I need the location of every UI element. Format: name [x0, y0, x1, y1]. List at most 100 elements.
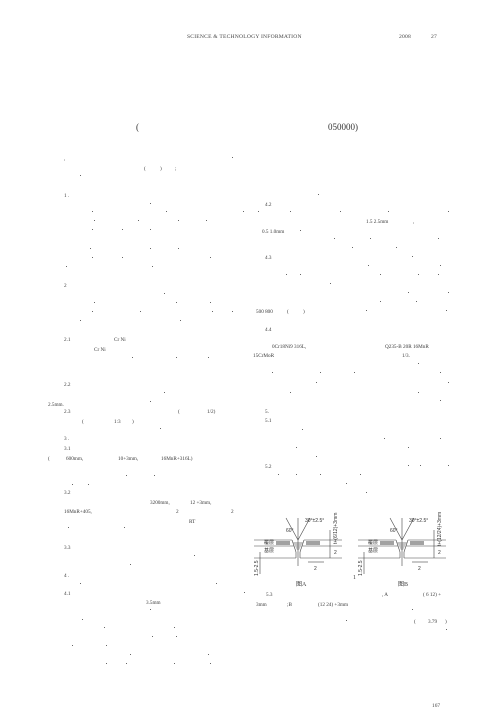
text-trace-dot [366, 310, 367, 311]
text-trace-dot [448, 465, 449, 466]
left-column-text-fragment: RT [189, 519, 196, 525]
figure-number: 1 [353, 575, 356, 581]
left-column-text-fragment: 3 . [64, 436, 70, 442]
text-trace-dot [174, 627, 175, 628]
text-trace-dot [210, 257, 211, 258]
text-trace-dot [122, 257, 123, 258]
text-trace-dot [176, 636, 177, 637]
fig-a-angle-top: 30°±2.5° [305, 518, 324, 524]
text-trace-dot [72, 484, 73, 485]
text-trace-dot [318, 194, 319, 195]
text-trace-dot [302, 429, 303, 430]
left-column-text-fragment: 3.5mm [146, 600, 161, 606]
figure-b-caption: 图B [398, 582, 409, 588]
fig-a-mark-clad: 覆层 [264, 540, 274, 546]
text-trace-dot [408, 292, 409, 293]
text-trace-dot [438, 274, 439, 275]
right-column-text-fragment: , A [382, 592, 389, 598]
left-column-text-fragment: , [64, 156, 66, 162]
left-column-text-fragment: 12 +3mm, [190, 500, 212, 506]
text-trace-dot [340, 211, 341, 212]
left-column-text-fragment: 2.5mm. [48, 402, 64, 408]
left-column-text-fragment: 3.2 [64, 490, 71, 496]
text-trace-dot [94, 220, 95, 221]
text-trace-dot [388, 211, 389, 212]
right-column-text-fragment: Q235-B 20R 16MnR [385, 344, 429, 350]
text-trace-dot [82, 619, 83, 620]
text-trace-dot [244, 592, 245, 593]
text-trace-dot [232, 157, 233, 158]
text-trace-dot [296, 447, 297, 448]
text-trace-dot [154, 475, 155, 476]
right-column-text-fragment: , [413, 219, 415, 225]
page-number: 167 [432, 703, 441, 709]
right-column-text-fragment: 5. [265, 409, 269, 415]
right-column-text-fragment: (12 24) +3mm [318, 602, 349, 608]
running-header-issue: 27 [431, 34, 437, 40]
left-column-text-fragment: 2 [231, 509, 234, 515]
text-trace-dot [380, 274, 381, 275]
text-trace-dot [408, 447, 409, 448]
text-trace-dot [122, 229, 123, 230]
text-trace-dot [438, 238, 439, 239]
text-trace-dot [412, 609, 413, 610]
left-column-text-fragment: 3200mm, [150, 500, 170, 506]
fig-b-root-gap: 1.5-2.5 [358, 560, 364, 576]
fig-b-mark-clad: 覆层 [368, 540, 378, 546]
fig-b-angle-top: 30°±2.5° [409, 518, 428, 524]
text-trace-dot [138, 220, 139, 221]
text-trace-dot [216, 583, 217, 584]
text-trace-dot [90, 248, 91, 249]
text-trace-dot [140, 311, 141, 312]
text-trace-dot [380, 301, 381, 302]
text-trace-dot [210, 302, 211, 303]
text-trace-dot [366, 492, 367, 493]
left-column-text-fragment: Cr Ni [94, 347, 106, 353]
text-trace-dot [72, 645, 73, 646]
text-trace-dot [370, 238, 371, 239]
text-trace-dot [106, 663, 107, 664]
right-column-text-fragment: 3.79 [428, 619, 438, 625]
text-trace-dot [352, 247, 353, 248]
text-trace-dot [258, 211, 259, 212]
text-trace-dot [418, 392, 419, 393]
left-column-text-fragment: ) [132, 419, 134, 425]
text-trace-dot [130, 564, 131, 565]
text-trace-dot [448, 211, 449, 212]
fig-a-angle-mid: 60° [286, 528, 294, 534]
text-trace-dot [92, 229, 93, 230]
left-column-text-fragment: 2 [176, 509, 179, 515]
text-trace-dot [232, 311, 233, 312]
text-trace-dot [176, 302, 177, 303]
right-column-text-fragment: 1.5 2.5mm [366, 219, 389, 225]
text-trace-dot [210, 663, 211, 664]
text-trace-dot [164, 392, 165, 393]
text-trace-dot [384, 438, 385, 439]
right-column-text-fragment: ( 6 12) + [423, 592, 442, 598]
figure-a-groove-diagram: 30°±2.5° 60° 覆层 基层 2 2 t+(6/12)+3mm 1.5-… [246, 500, 350, 580]
right-column-text-fragment: 5.1 [265, 418, 272, 424]
fig-b-dim-bottom: 2 [418, 566, 421, 572]
right-column-text-fragment: ( [287, 309, 289, 315]
left-column-text-fragment: 1 . [64, 193, 70, 199]
text-trace-dot [416, 301, 417, 302]
left-column-text-fragment: 4 . [64, 573, 70, 579]
text-trace-dot [290, 211, 291, 212]
right-column-text-fragment: ;B [287, 602, 292, 608]
figure-a-caption: 图A [296, 582, 307, 588]
right-column-text-fragment: ) [445, 619, 447, 625]
left-column-text-fragment: 1:3 [114, 419, 121, 425]
right-column-text-fragment: 0.5 1.0mm [262, 229, 285, 235]
text-trace-dot [176, 357, 177, 358]
fig-a-thickness: t+(6/12)+3mm [333, 513, 339, 544]
figure-b-groove-diagram: 30°±2.5° 60° 覆层 基层 2 2 t+(12/24)+3mm 1.5… [350, 500, 454, 580]
text-trace-dot [152, 636, 153, 637]
left-column-text-fragment: 2 [64, 283, 67, 289]
text-trace-dot [160, 428, 161, 429]
text-trace-dot [286, 274, 287, 275]
text-trace-dot [150, 401, 151, 402]
left-column-text-fragment: 1/2) [207, 409, 216, 415]
text-trace-dot [316, 456, 317, 457]
left-column-text-fragment: ) [160, 166, 162, 172]
text-trace-dot [212, 311, 213, 312]
